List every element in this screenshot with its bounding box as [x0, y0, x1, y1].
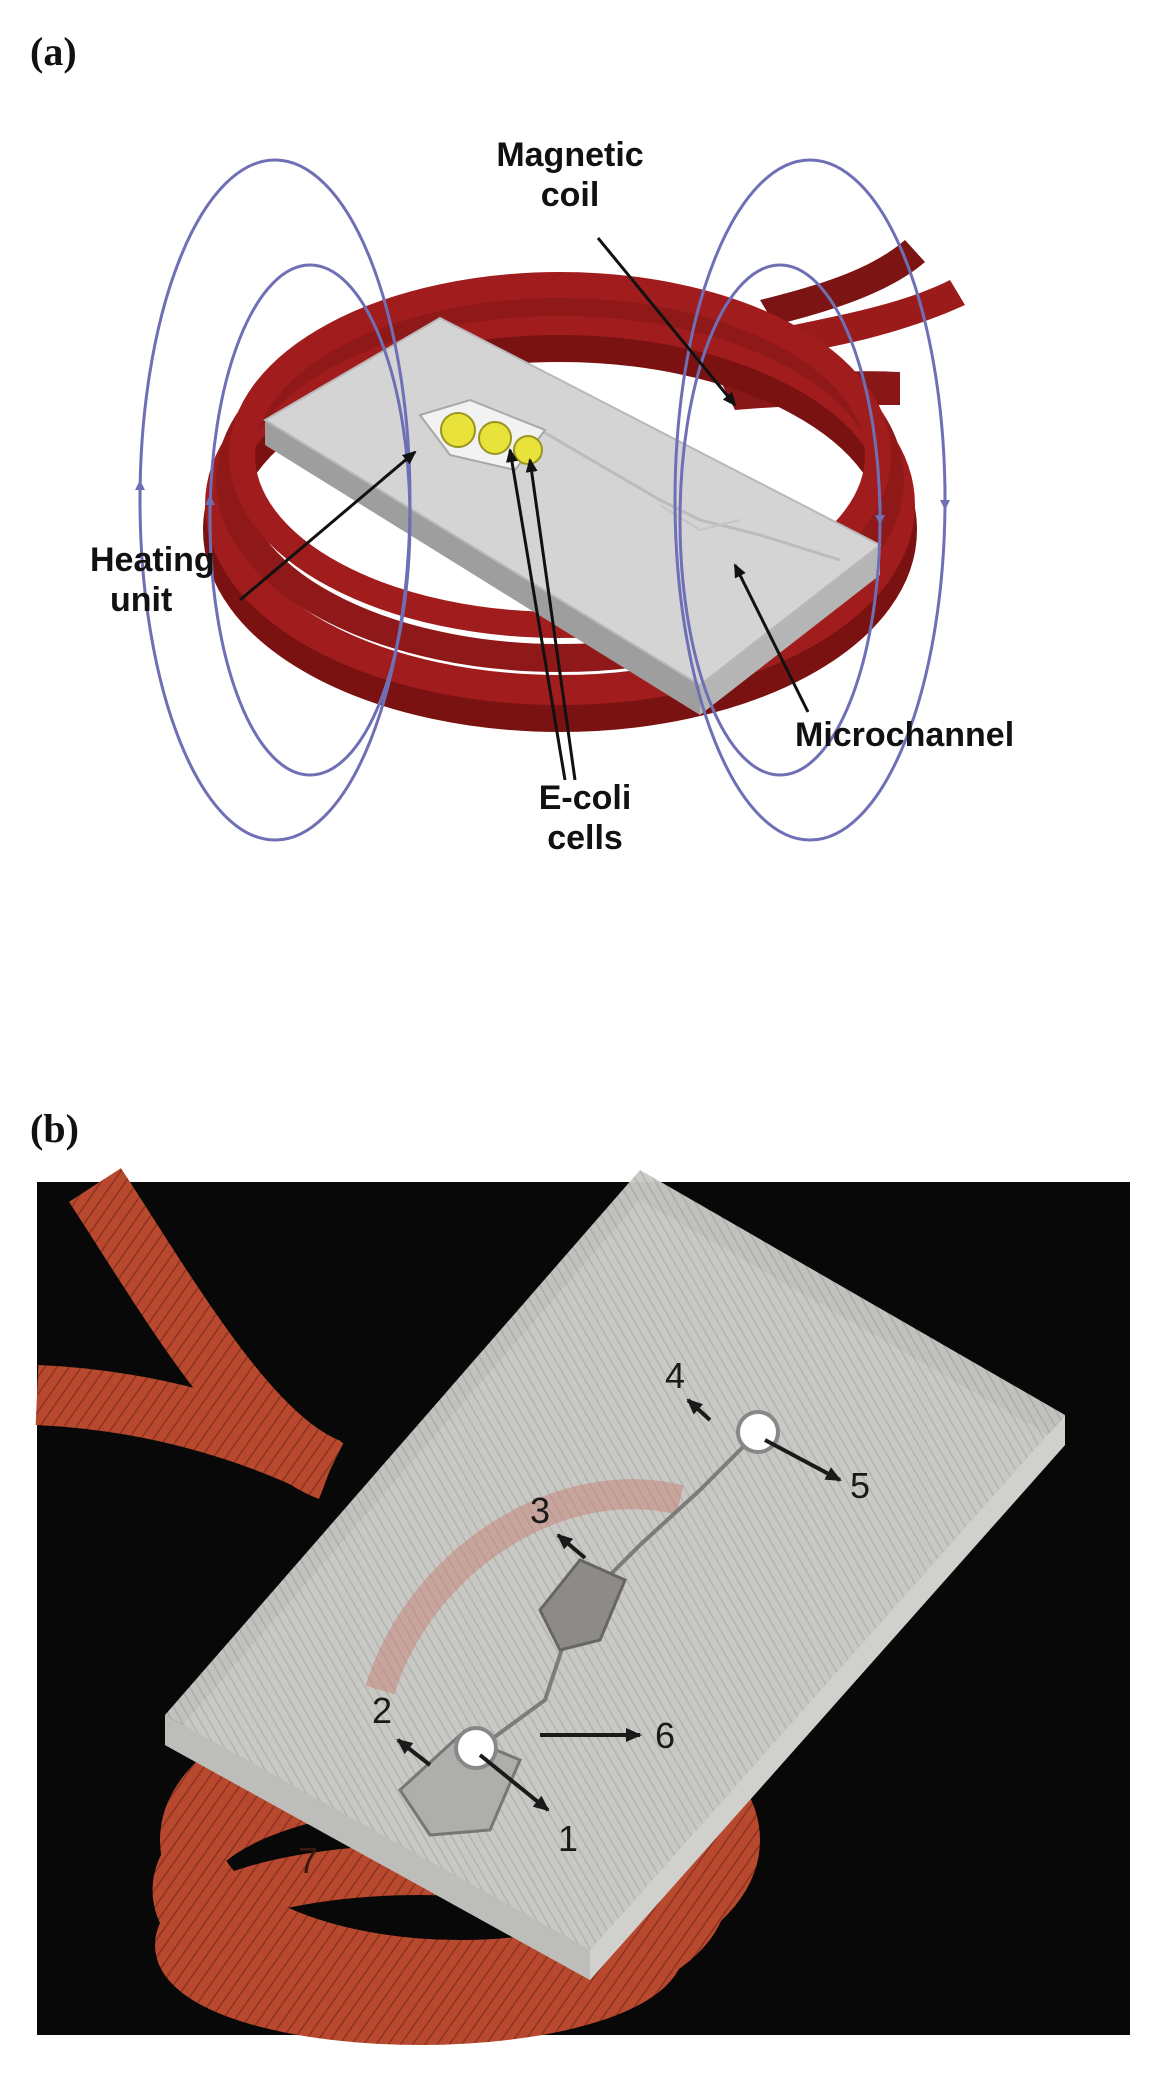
heating-unit-label: Heating unit: [90, 541, 215, 619]
photo-background: [37, 1182, 1130, 2035]
ecoli-cells-label: E-coli cells: [538, 779, 632, 857]
marker-6: 6: [655, 1715, 676, 1756]
panel-a-label: (a): [30, 29, 77, 74]
panel-a-diagram: [135, 158, 965, 842]
magnetic-coil-label: Magnetic coil: [496, 136, 644, 214]
marker-1: 1: [558, 1818, 579, 1859]
coil-tube: [35, 1168, 760, 2045]
callout-arrows: [239, 237, 810, 781]
outlet-port: [736, 1410, 780, 1454]
microchannel-chip: [263, 316, 882, 715]
marker-3: 3: [530, 1490, 551, 1531]
ecoli-cell: [440, 412, 476, 448]
marker-4: 4: [665, 1355, 686, 1396]
magnetic-field-lines: [135, 158, 950, 842]
ecoli-cell: [478, 421, 512, 455]
microchannel-label: Microchannel: [795, 716, 1015, 754]
marker-2: 2: [372, 1690, 393, 1731]
marker-5: 5: [850, 1465, 871, 1506]
marker-arrows: [396, 1398, 842, 1812]
ecoli-cell: [513, 435, 543, 465]
panel-b-label: (b): [30, 1106, 79, 1151]
inlet-port: [454, 1726, 498, 1770]
marker-7: 7: [298, 1840, 319, 1881]
